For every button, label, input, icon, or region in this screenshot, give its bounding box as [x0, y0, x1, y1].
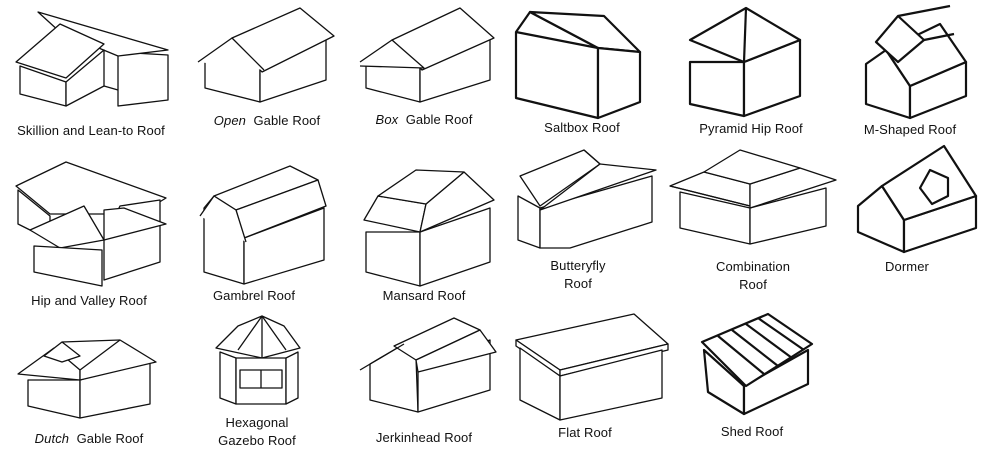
label-saltbox: Saltbox Roof [544, 120, 620, 135]
label-box-gable: Box Gable Roof [376, 112, 473, 127]
pyramid-hip-roof-drawing [688, 6, 802, 118]
label-pyramid-hip: Pyramid Hip Roof [699, 121, 803, 136]
label-combination-line2: Roof [739, 277, 767, 292]
label-m-shaped: M-Shaped Roof [863, 122, 957, 137]
mansard-roof-drawing [363, 169, 495, 287]
jerkinhead-roof-drawing [359, 317, 497, 413]
hexagonal-gazebo-roof-drawing [215, 315, 301, 405]
label-butterfly-line2: Roof [564, 276, 592, 291]
label-skillion: Skillion and Lean-to Roof [17, 123, 165, 138]
label-dutch-gable-emphasis: Dutch [34, 431, 70, 446]
hip-and-valley-roof-drawing [15, 161, 167, 287]
butterfly-roof-drawing [517, 149, 657, 249]
dormer-roof-drawing [856, 144, 978, 254]
label-box-gable-emphasis: Box [375, 112, 399, 127]
label-open-gable-rest: Gable Roof [253, 113, 321, 128]
label-butterfly-line1: Butteryfly [550, 258, 606, 273]
label-hip-and-valley: Hip and Valley Roof [31, 293, 147, 308]
label-dutch-gable-rest: Gable Roof [76, 431, 144, 446]
label-open-gable-emphasis: Open [213, 113, 246, 128]
label-open-gable: Open Gable Roof [214, 113, 320, 128]
skillion-roof-drawing [15, 11, 169, 107]
label-gazebo-line2: Gazebo Roof [218, 433, 296, 448]
label-dormer: Dormer [885, 259, 929, 274]
open-gable-roof-drawing [197, 7, 335, 103]
label-dutch-gable: Dutch Gable Roof [35, 431, 144, 446]
shed-roof-drawing [700, 312, 814, 416]
label-shed: Shed Roof [720, 424, 784, 439]
label-gazebo-line1: Hexagonal [225, 415, 289, 430]
label-flat: Flat Roof [558, 425, 612, 440]
label-box-gable-rest: Gable Roof [405, 112, 473, 127]
combination-roof-drawing [669, 149, 837, 245]
box-gable-roof-drawing [359, 7, 495, 103]
m-shaped-roof-drawing [864, 4, 968, 120]
label-combination-line1: Combination [715, 259, 791, 274]
gambrel-roof-drawing [199, 165, 327, 285]
flat-roof-drawing [515, 313, 669, 421]
label-mansard: Mansard Roof [382, 288, 466, 303]
label-gambrel: Gambrel Roof [212, 288, 296, 303]
label-jerkinhead: Jerkinhead Roof [375, 430, 473, 445]
dutch-gable-roof-drawing [17, 339, 157, 419]
saltbox-roof-drawing [514, 10, 642, 120]
